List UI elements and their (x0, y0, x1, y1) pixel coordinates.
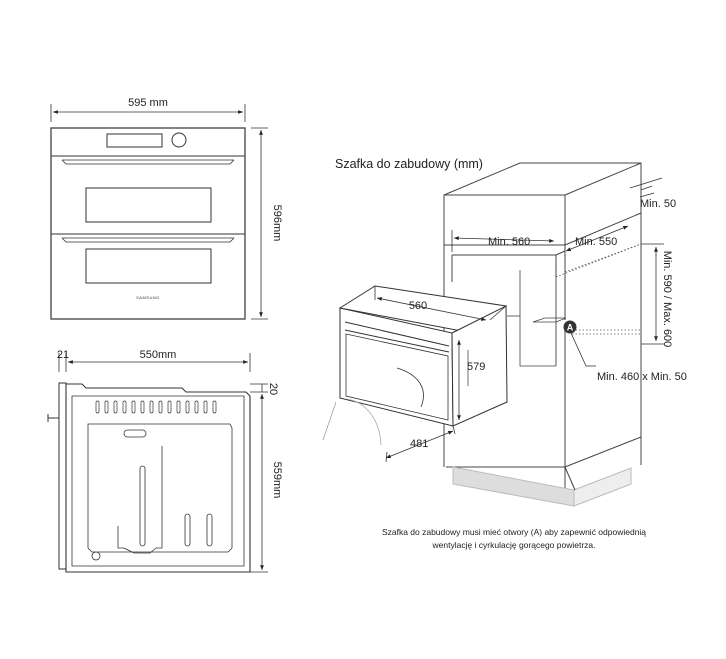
cabinet-title: Szafka do zabudowy (mm) (335, 157, 483, 171)
vent-marker-a-label: A (567, 323, 574, 333)
note-line-2: wentylację i cyrkulację gorącego powietr… (432, 540, 596, 550)
note-line-1: Szafka do zabudowy musi mieć otwory (A) … (382, 527, 646, 537)
oven-width-label: 560 (409, 300, 427, 312)
control-display (106, 133, 163, 148)
min50-top-label: Min. 50 (640, 198, 676, 210)
front-height-label: 596mm (271, 205, 283, 242)
cabinet (443, 162, 642, 507)
lower-window (85, 248, 212, 284)
cabinet-dimensions (451, 177, 664, 367)
upper-window (85, 187, 212, 223)
side-door (58, 382, 67, 570)
dotted-guides (555, 243, 642, 335)
front-view (50, 104, 268, 320)
side-door-label: 21 (57, 349, 69, 361)
side-height-label: 559mm (271, 462, 283, 499)
oven-height-label: 579 (467, 361, 485, 373)
front-oven-body (50, 127, 246, 320)
side-top-label: 20 (267, 383, 279, 395)
opening-label: Min. 460 x Min. 50 (597, 371, 687, 383)
vent-marker-a (563, 320, 577, 334)
control-knob (171, 132, 187, 148)
min550-label: Min. 550 (575, 236, 617, 248)
front-width-label: 595 mm (128, 97, 168, 109)
brand-logo-text: SAMSUNG (136, 295, 160, 300)
height-range-label: Min. 590 / Max. 600 (661, 251, 673, 348)
side-view (47, 353, 268, 573)
side-depth-label: 550mm (140, 349, 177, 361)
min560-label: Min. 560 (488, 236, 530, 248)
oven-perspective (322, 285, 508, 463)
side-body (65, 383, 251, 573)
oven-depth-label: 481 (410, 438, 428, 450)
